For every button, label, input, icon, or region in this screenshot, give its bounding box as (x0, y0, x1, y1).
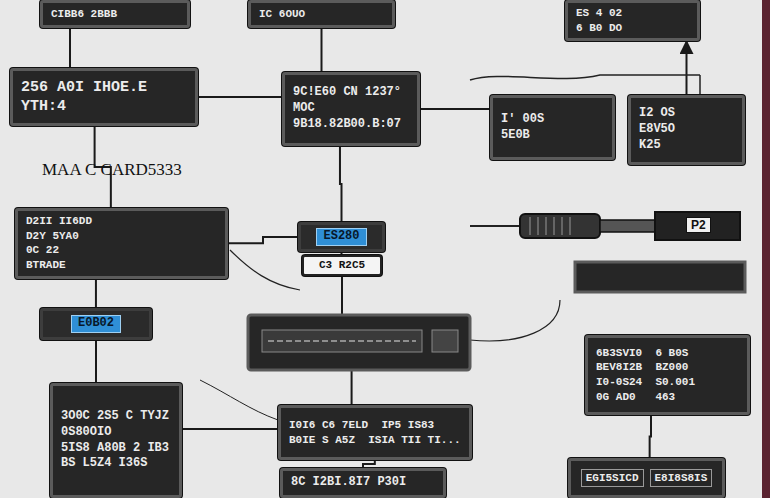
probe-body (520, 214, 600, 238)
device-box: ES280 (298, 222, 385, 252)
box-text: 0G AD0 463 (596, 391, 739, 404)
module-box: I0I6 C6 7ELD IP5 IS83B0IE S A5Z ISIA TII… (278, 405, 472, 460)
connector (363, 460, 375, 468)
probe-grip (530, 217, 570, 235)
box-text: 3O0C 2S5 C TYJZ (61, 410, 171, 424)
module-bar (575, 262, 745, 292)
box-text: 9C!E60 CN 1237° (293, 86, 409, 100)
drive-slot (262, 330, 422, 352)
module-box: 8C I2BI.8I7 P30I (280, 468, 446, 498)
box-text: EGI5SICD (581, 469, 644, 488)
module-box: I' 00S 5E0B (490, 95, 615, 160)
box-text: YTH:4 (21, 98, 187, 115)
connector (228, 237, 298, 243)
box-text: I0I6 C6 7ELD IP5 IS83 (289, 419, 461, 432)
box-text: 8C I2BI.8I7 P30I (291, 476, 435, 490)
box-text: BS L5Z4 I36S (61, 457, 171, 471)
box-text: E8V5O (639, 123, 734, 137)
module-box: 9C!E60 CN 1237° MOC 9B18.82B00.B:07 (282, 72, 420, 146)
wire (200, 380, 278, 420)
module-box: ES 4 02 6 B0 DO (565, 0, 700, 41)
plug-label: P2 (686, 217, 711, 233)
connector (95, 279, 97, 308)
box-text: I' 00S (501, 113, 604, 127)
device-box: EGI5SICD E8I8S8IS (568, 458, 725, 498)
connector (340, 146, 342, 222)
box-text: D2II II6DD (26, 215, 217, 228)
box-text: ES 4 02 (576, 7, 689, 20)
edge-strip (762, 0, 770, 498)
connector (95, 340, 97, 383)
drive-button (432, 330, 458, 352)
module-box: I2 OS E8V5O K25 (628, 95, 745, 165)
probe-cable (470, 225, 520, 227)
connector (182, 428, 278, 430)
wire (230, 250, 300, 290)
connector (420, 108, 490, 110)
drive-unit (248, 315, 470, 370)
box-text: 6 B0 DO (576, 22, 689, 35)
device-box: C3 R2C5 (302, 255, 382, 276)
box-text: B0IE S A5Z ISIA TII TI... (289, 434, 461, 447)
connector (686, 41, 688, 95)
wire (470, 300, 560, 341)
module-box: CIBB6 2BBB (40, 0, 190, 28)
module-box: IC 6OUO (248, 0, 395, 28)
box-text: BTRADE (26, 259, 217, 272)
connector (650, 415, 651, 458)
box-text: MOC (293, 102, 409, 116)
connector (321, 28, 323, 72)
box-text: 5IS8 A80B 2 IB3 (61, 442, 171, 456)
module-box: 256 A0I IHOE.E YTH:4 (10, 68, 198, 126)
module-box: D2II II6DD D2Y 5YA00C 22 BTRADE (15, 208, 228, 279)
box-text: BEV8I2B BZ000 (596, 361, 739, 374)
box-text: CIBB6 2BBB (51, 8, 179, 21)
probe-plug (655, 212, 740, 240)
box-text: I2 OS (639, 107, 734, 121)
module-box: 6B3SVI0 6 B0SBEV8I2B BZ000I0-0S24 S0.001… (585, 335, 750, 415)
module-box: 3O0C 2S5 C TYJZ 0S80OIO 5IS8 A80B 2 IB3BS … (50, 383, 182, 498)
wire (699, 75, 701, 95)
box-text: E0B02 (71, 315, 121, 333)
box-text: I0-0S24 S0.001 (596, 376, 739, 389)
box-text: 9B18.82B00.B:07 (293, 118, 409, 132)
box-text: ES280 (316, 228, 366, 246)
box-text: E8I8S8IS (650, 469, 713, 488)
device-box: E0B02 (40, 308, 152, 340)
box-text: 0S80OIO (61, 426, 171, 440)
box-text: D2Y 5YA0 (26, 230, 217, 243)
box-text: IC 6OUO (259, 8, 384, 21)
connector (69, 28, 71, 68)
box-text: C3 R2C5 (319, 259, 365, 272)
drive-slot-line (268, 340, 416, 342)
probe-neck (600, 220, 655, 232)
wire (470, 75, 700, 80)
card-label: MAA C CARD5333 (42, 160, 182, 180)
box-text: 0C 22 (26, 244, 217, 257)
box-text: 256 A0I IHOE.E (21, 79, 187, 96)
box-text: 6B3SVI0 6 B0S (596, 347, 739, 360)
box-text: 5E0B (501, 129, 604, 143)
box-text: K25 (639, 139, 734, 153)
connector (198, 96, 282, 98)
